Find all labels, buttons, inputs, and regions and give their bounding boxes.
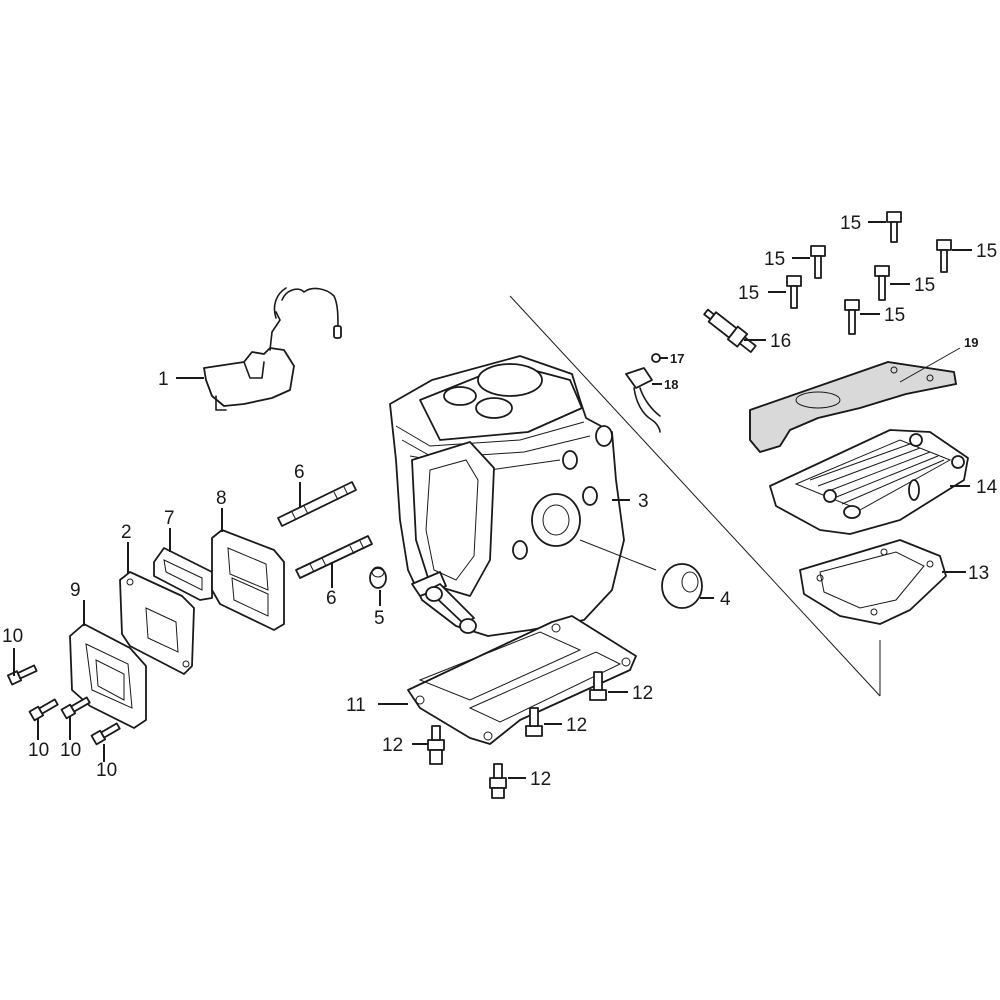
part-16-spark-plug (703, 308, 766, 353)
callout-15-c: 15 (976, 241, 997, 262)
callout-17: 17 (670, 351, 684, 366)
callout-10-a: 10 (2, 626, 23, 647)
callout-6-lower: 6 (326, 588, 337, 609)
callout-11: 11 (346, 695, 366, 716)
callout-13: 13 (968, 563, 989, 584)
callout-8: 8 (216, 488, 227, 509)
callout-1: 1 (158, 369, 169, 390)
callout-10-c: 10 (60, 740, 81, 761)
callout-10-b: 10 (28, 740, 49, 761)
part-17-screw (651, 353, 668, 363)
part-4-oil-seal (579, 539, 714, 609)
callout-9: 9 (70, 580, 81, 601)
part-8-gasket (211, 508, 285, 631)
callout-16: 16 (770, 331, 791, 352)
part-18-sensor (625, 367, 662, 433)
part-12-bolts (412, 671, 628, 799)
part-6-studs (277, 481, 373, 588)
callout-7: 7 (164, 508, 175, 529)
part-13-head-gasket (799, 539, 966, 625)
callout-6-upper: 6 (294, 462, 305, 483)
callout-15-b: 15 (764, 249, 785, 270)
part-11-base-plate (378, 615, 637, 745)
callout-15-d: 15 (738, 283, 759, 304)
callout-12-b: 12 (566, 715, 587, 736)
callout-12-d: 12 (530, 769, 551, 790)
callout-5: 5 (374, 608, 385, 629)
part-3-cylinder-block (389, 355, 630, 637)
part-7-reed-plate (153, 528, 213, 601)
part-1-ignition-coil (176, 287, 342, 411)
callout-3: 3 (638, 491, 649, 512)
callout-12-c: 12 (382, 735, 403, 756)
callout-15-a: 15 (840, 213, 861, 234)
reference-lines (509, 295, 881, 697)
callout-14: 14 (976, 477, 998, 498)
callout-4: 4 (720, 589, 731, 610)
part-14-cylinder-head (769, 429, 970, 535)
callout-2: 2 (121, 522, 132, 543)
callout-19: 19 (964, 335, 978, 350)
callout-12-a: 12 (632, 683, 653, 704)
part-19-head-cover (749, 347, 961, 453)
part-5-nut (369, 566, 387, 606)
part-2-gasket (119, 542, 195, 675)
callout-15-f: 15 (884, 305, 905, 326)
part-10-bolts (6, 648, 121, 762)
callout-15-e: 15 (914, 275, 935, 296)
callout-18: 18 (664, 377, 678, 392)
callout-labels: 1 2 3 4 5 6 6 7 8 9 10 10 10 10 11 12 12… (2, 213, 998, 790)
part-15-bolts (768, 211, 972, 335)
callout-10-d: 10 (96, 760, 117, 781)
